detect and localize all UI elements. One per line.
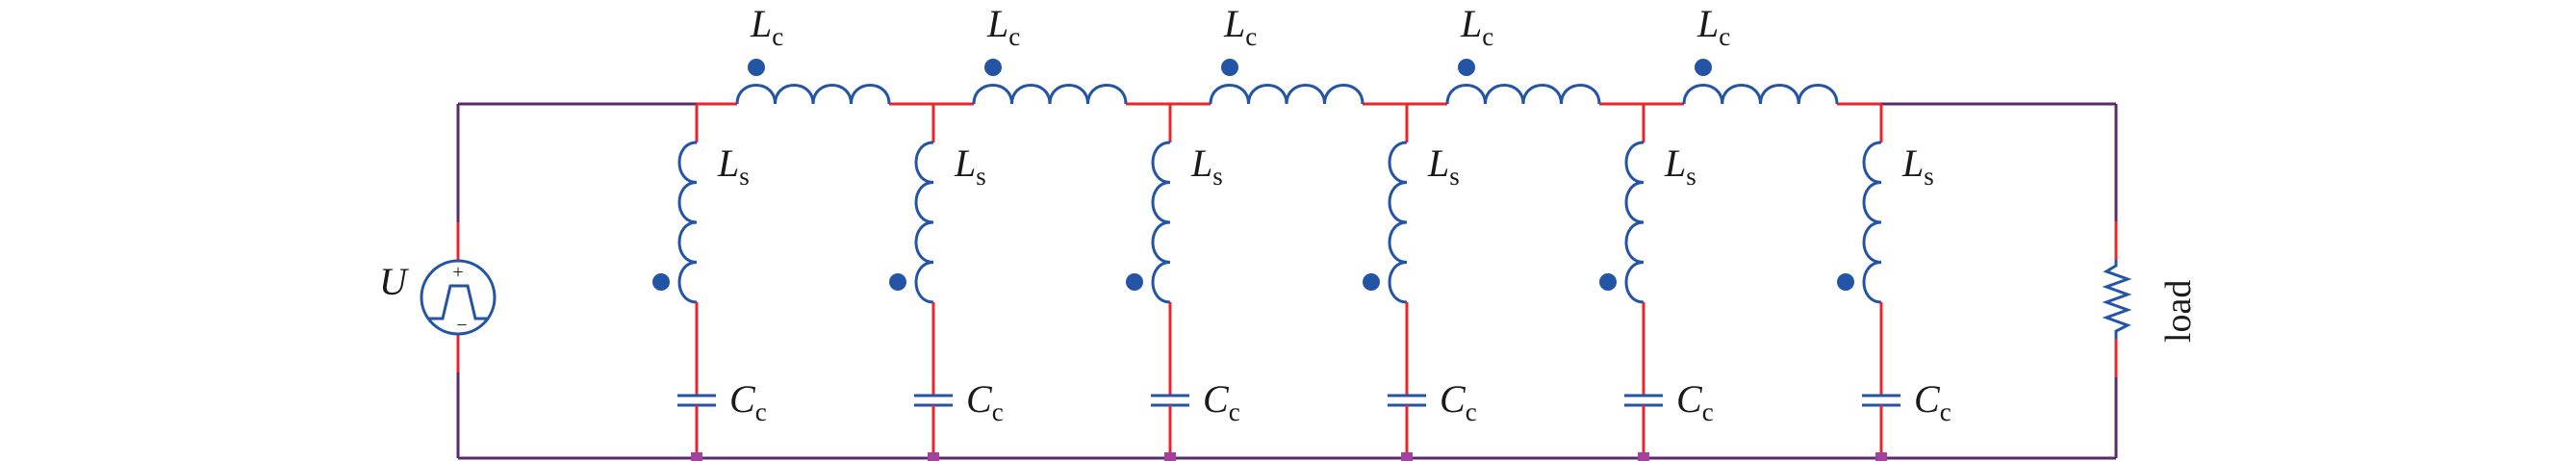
shunt-inductor-label: Ls xyxy=(717,141,750,191)
shunt-inductor-label-subscript: s xyxy=(1212,162,1223,191)
inductor-coil-icon xyxy=(1862,141,1882,304)
junction-node xyxy=(1638,452,1649,461)
polarity-dot-icon xyxy=(889,273,906,291)
coupling-inductor-label-subscript: c xyxy=(1008,22,1020,51)
junction-node xyxy=(691,452,702,461)
inductor-coil-icon xyxy=(972,84,1128,105)
coupling-inductor-label-subscript: c xyxy=(772,22,783,51)
pulse-waveform-icon xyxy=(429,284,489,320)
coupling-inductor-label-subscript: c xyxy=(1482,22,1493,51)
shunt-inductor-label: Ls xyxy=(1190,141,1223,191)
inductor-coil-icon xyxy=(1682,84,1839,105)
load-resistor: load xyxy=(2102,260,2199,343)
coupling-inductor-label: Lc xyxy=(986,2,1020,51)
source-minus-sign: − xyxy=(456,315,467,336)
capacitor-label: Cc xyxy=(1914,377,1951,426)
coupling-inductor: Lc xyxy=(697,2,933,106)
load-label: load xyxy=(2158,280,2199,343)
junction-node xyxy=(1875,452,1887,461)
inductor-coil-icon xyxy=(1209,84,1365,105)
capacitor-label-subscript: c xyxy=(1229,397,1240,426)
shunt-inductor-label: Ls xyxy=(1427,141,1460,191)
coupling-inductor: Lc xyxy=(1170,2,1407,106)
capacitor-label: Cc xyxy=(1440,377,1477,426)
shunt-inductor-label: Ls xyxy=(1901,141,1934,191)
coupling-inductor: Lc xyxy=(1644,2,1881,106)
voltage-source: + − U xyxy=(379,259,497,336)
shunt-inductor-label-subscript: s xyxy=(1686,162,1696,191)
polarity-dot-icon xyxy=(1458,59,1475,76)
shunt-inductor-label-subscript: s xyxy=(739,162,750,191)
source-label: U xyxy=(379,260,410,303)
inductor-coil-icon xyxy=(1445,84,1601,105)
capacitor-label: Cc xyxy=(966,377,1004,426)
coupling-inductor-label: Lc xyxy=(750,2,783,51)
polarity-dot-icon xyxy=(1599,273,1617,291)
inductor-coil-icon xyxy=(1388,141,1408,304)
capacitor-label-subscript: c xyxy=(992,397,1004,426)
capacitor-label-subscript: c xyxy=(1702,397,1714,426)
capacitor-label-subscript: c xyxy=(1940,397,1951,426)
inductor-coil-icon xyxy=(677,141,698,304)
capacitor-label-subscript: c xyxy=(1466,397,1477,426)
capacitor-label: Cc xyxy=(1203,377,1240,426)
polarity-dot-icon xyxy=(1126,273,1143,291)
polarity-dot-icon xyxy=(1363,273,1380,291)
polarity-dot-icon xyxy=(984,59,1002,76)
coupling-inductor-label: Lc xyxy=(1223,2,1257,51)
junction-node xyxy=(928,452,939,461)
shunt-inductor-label-subscript: s xyxy=(1924,162,1934,191)
inductor-coil-icon xyxy=(1151,141,1171,304)
capacitor-label: Cc xyxy=(1676,377,1714,426)
capacitor-label-subscript: c xyxy=(755,397,767,426)
shunt-inductor-label-subscript: s xyxy=(1449,162,1460,191)
polarity-dot-icon xyxy=(748,59,765,76)
coupling-inductor-label-subscript: c xyxy=(1719,22,1730,51)
inductor-coil-icon xyxy=(914,141,934,304)
polarity-dot-icon xyxy=(1221,59,1238,76)
junction-node xyxy=(1164,452,1176,461)
polarity-dot-icon xyxy=(652,273,670,291)
inductor-coil-icon xyxy=(1624,141,1645,304)
coupling-inductor-label: Lc xyxy=(1460,2,1493,51)
shunt-inductor-label-subscript: s xyxy=(976,162,986,191)
junction-node xyxy=(1401,452,1413,461)
resistor-icon xyxy=(2102,260,2132,339)
outer-wires xyxy=(456,102,2118,460)
polarity-dot-icon xyxy=(1695,59,1712,76)
shunt-inductor-label: Ls xyxy=(954,141,986,191)
shunt-inductor-label: Ls xyxy=(1664,141,1696,191)
coupling-inductor-label-subscript: c xyxy=(1245,22,1257,51)
source-plus-sign: + xyxy=(452,262,463,283)
capacitor-label: Cc xyxy=(729,377,767,426)
coupling-inductor: Lc xyxy=(1407,2,1644,106)
polarity-dot-icon xyxy=(1837,273,1854,291)
pulse-voltage-source-icon xyxy=(420,259,497,336)
inductor-coil-icon xyxy=(735,84,891,105)
coupling-inductor-label: Lc xyxy=(1696,2,1730,51)
coupling-inductor: Lc xyxy=(933,2,1170,106)
